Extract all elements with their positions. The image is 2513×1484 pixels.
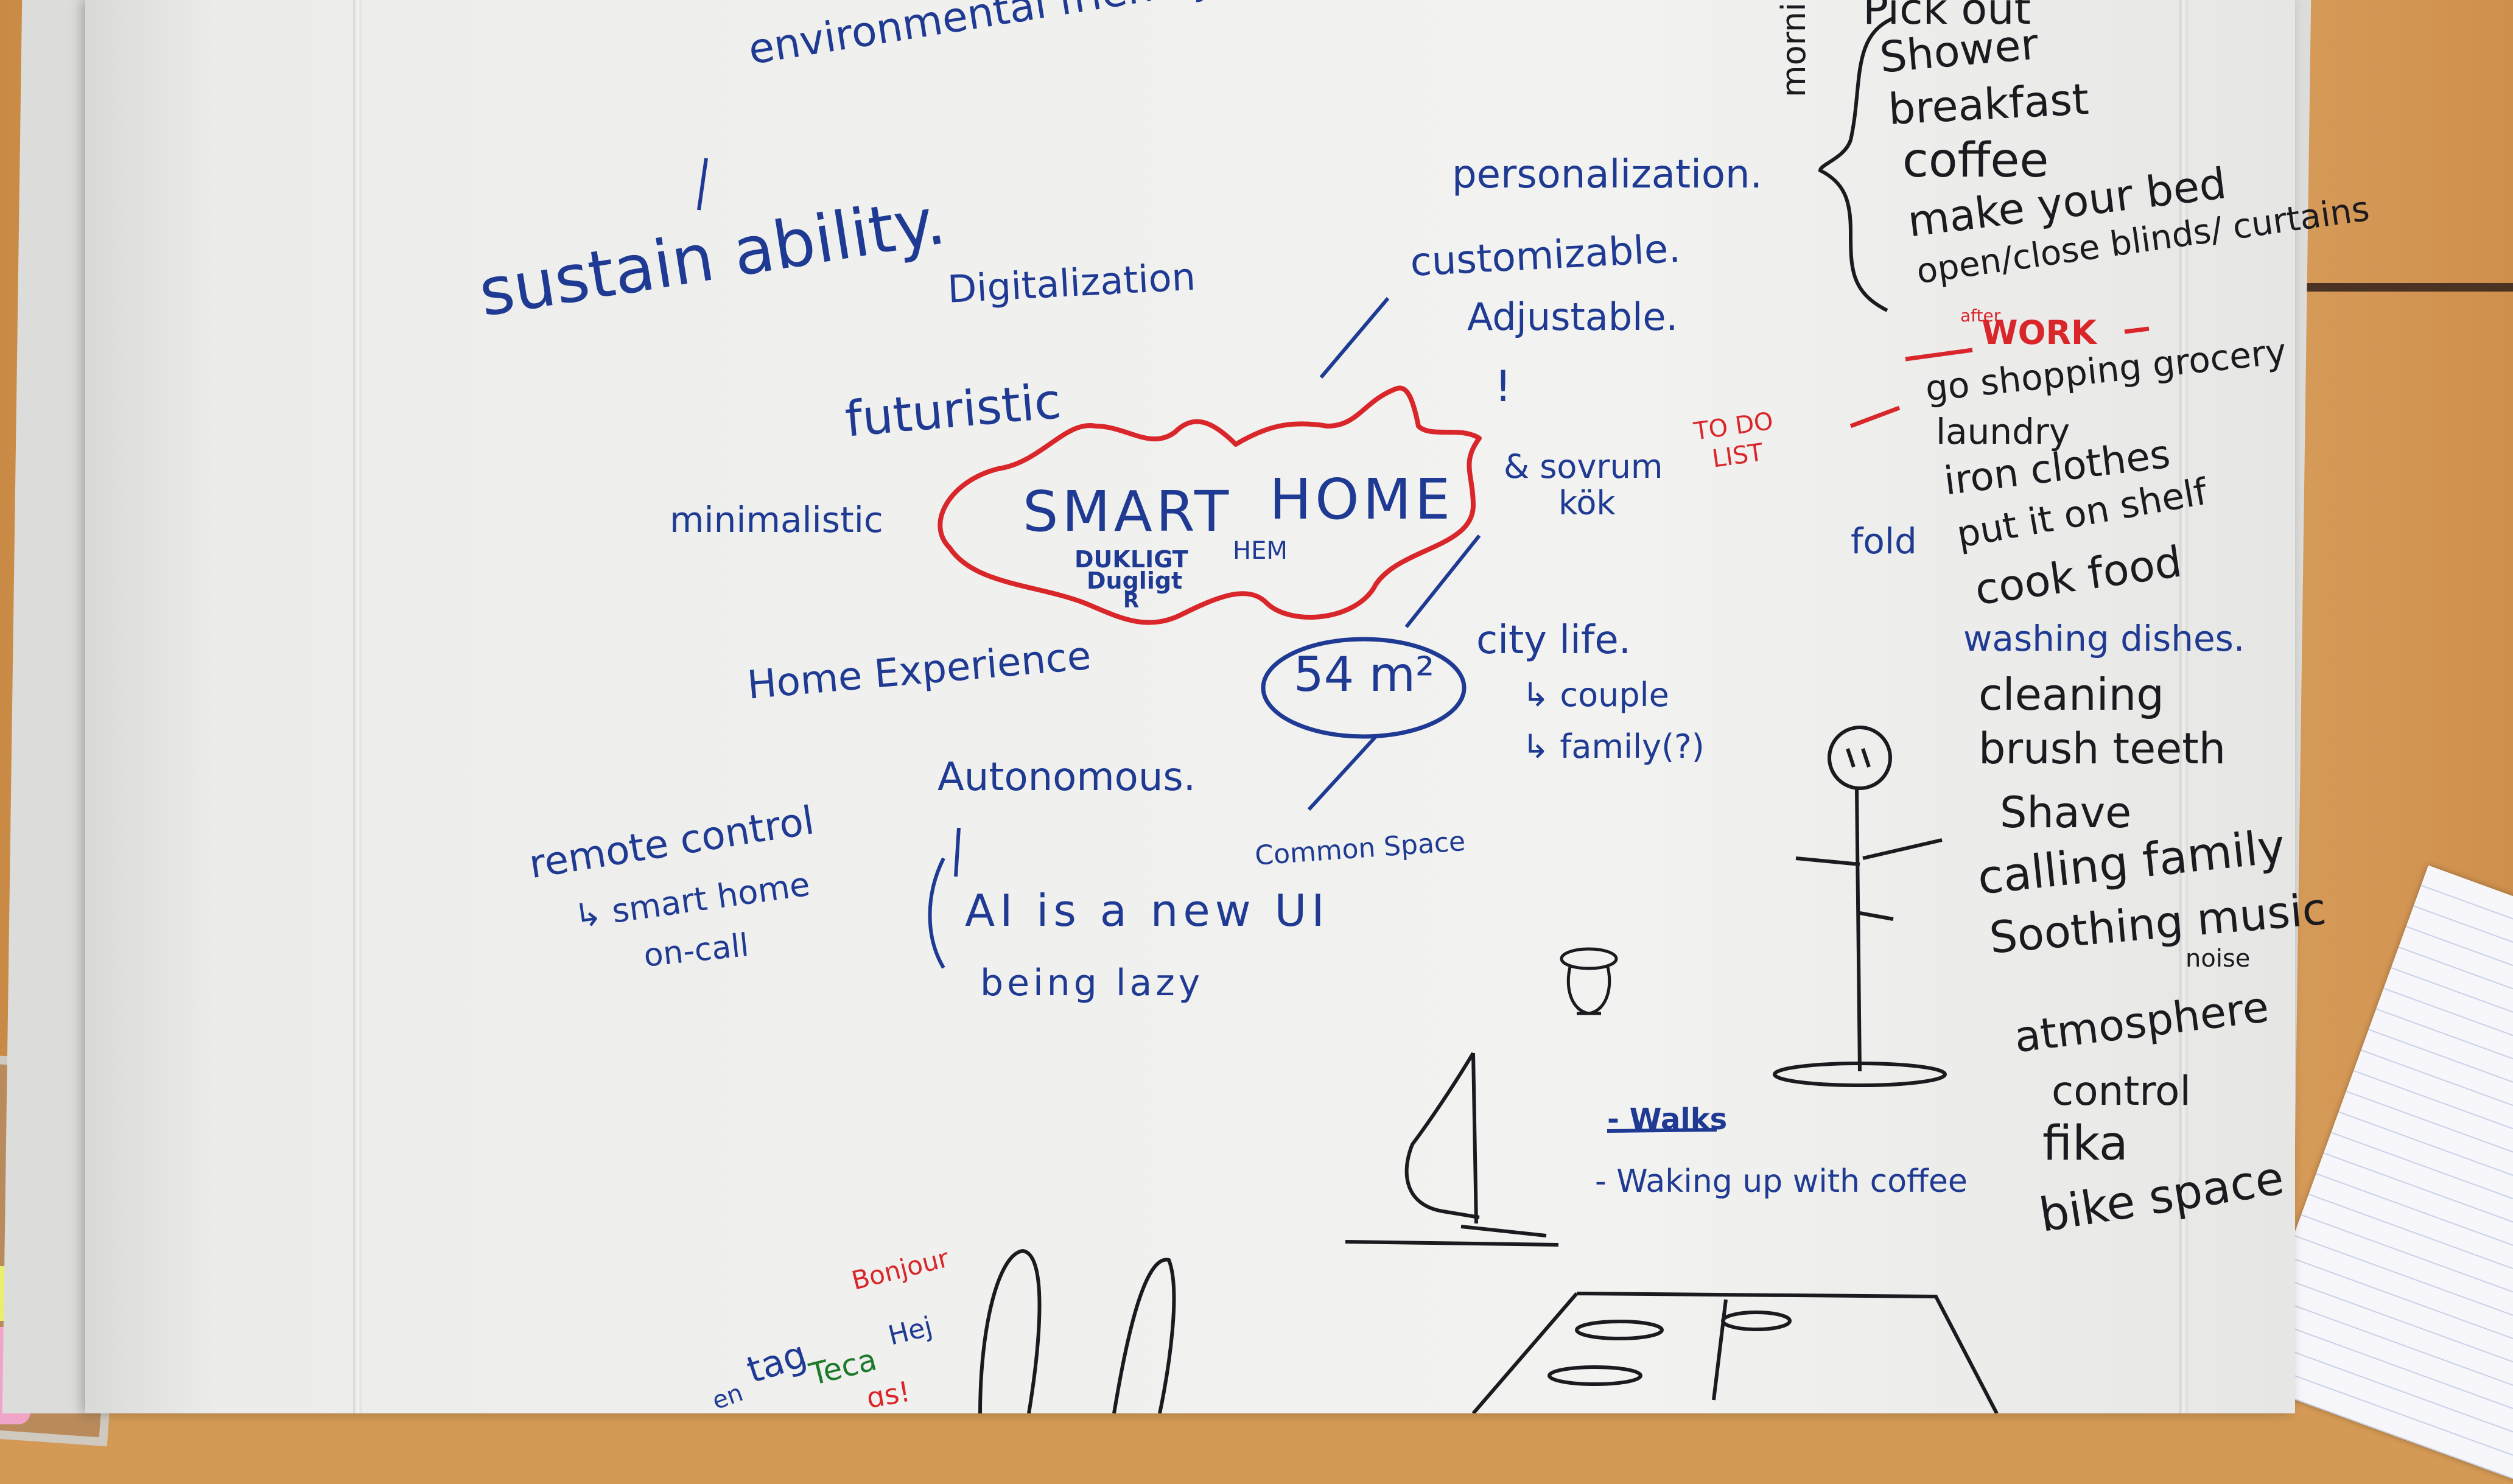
exclaim-mark: ! (1495, 362, 1512, 411)
evening-item: laundry (1936, 411, 2070, 452)
being-lazy-text: being lazy (980, 962, 1204, 1004)
evening-item: control (2052, 1068, 2191, 1115)
ai-new-ui-text: AI is a new UI (965, 885, 1330, 936)
connector-line (697, 158, 708, 211)
fold-label: fold (1851, 520, 1917, 562)
table-seam (2252, 283, 2513, 292)
adjustable-text: Adjustable. (1467, 295, 1678, 339)
hem-label: HEM (1233, 537, 1288, 565)
dukligt-label: DUKLIGT (1074, 546, 1188, 573)
red-cloud-outline (938, 385, 1482, 625)
couple-text: ↳ couple (1522, 676, 1669, 714)
evening-item: brush teeth (1979, 724, 2226, 774)
kok-text: kök (1558, 484, 1616, 522)
area-text: 54 m² (1294, 648, 1435, 702)
coat-rack-drawing (1773, 726, 1947, 1087)
evening-item: noise (2185, 945, 2251, 973)
connector-line (1319, 297, 1390, 379)
marker-drawings (697, 16, 2150, 1413)
todo-connector (1849, 405, 1901, 429)
connector-line (1307, 735, 1378, 811)
area-oval (1261, 637, 1467, 739)
chair-drawing (1345, 1052, 1559, 1247)
connector-line (954, 827, 961, 877)
ears-drawing (978, 1248, 1176, 1413)
home-heading: HOME (1269, 467, 1454, 532)
paper-fold (353, 0, 362, 1413)
personalization-text: personalization. (1452, 152, 1762, 197)
walks-text: - Walks (1607, 1102, 1728, 1136)
walks-underline (1607, 1128, 1717, 1133)
evening-item: cleaning (1979, 669, 2164, 720)
morning-item: coffee (1902, 133, 2049, 188)
todo-line2: LIST (1710, 438, 1765, 474)
connector-line (1404, 534, 1481, 628)
minimalistic-text: minimalistic (670, 499, 883, 541)
ai-bracket (928, 857, 945, 969)
table-drawing (1471, 1292, 1999, 1413)
waking-up-text: - Waking up with coffee (1595, 1163, 1968, 1200)
sovrum-text: & sovrum (1504, 447, 1663, 486)
morning-item: Pick out (1863, 0, 2031, 34)
work-label: WORK (1982, 313, 2097, 352)
city-life-text: city life. (1476, 618, 1632, 663)
work-underline (1905, 326, 2150, 362)
autonomous-text: Autonomous. (938, 755, 1196, 800)
dugligt-label: Dugligt (1087, 567, 1183, 594)
r-label: R (1123, 589, 1140, 613)
family-text: ↳ family(?) (1522, 727, 1705, 766)
morning-label: morning (1775, 0, 1813, 97)
lamp-drawing (1560, 947, 1618, 1015)
after-label: after (1960, 306, 2001, 326)
evening-item: fika (2042, 1116, 2128, 1171)
morning-item: breakfast (1887, 74, 2091, 135)
flipchart-paper (85, 0, 2295, 1413)
paper-fold (2179, 0, 2188, 1413)
extra-red-text: ɑs! (864, 1374, 913, 1415)
evening-item: Shave (2000, 788, 2132, 838)
evening-item: washing dishes. (1963, 618, 2245, 659)
morning-brace (1818, 16, 1894, 312)
smart-heading: SMART (1023, 479, 1233, 544)
morning-item: Shower (1877, 19, 2041, 83)
